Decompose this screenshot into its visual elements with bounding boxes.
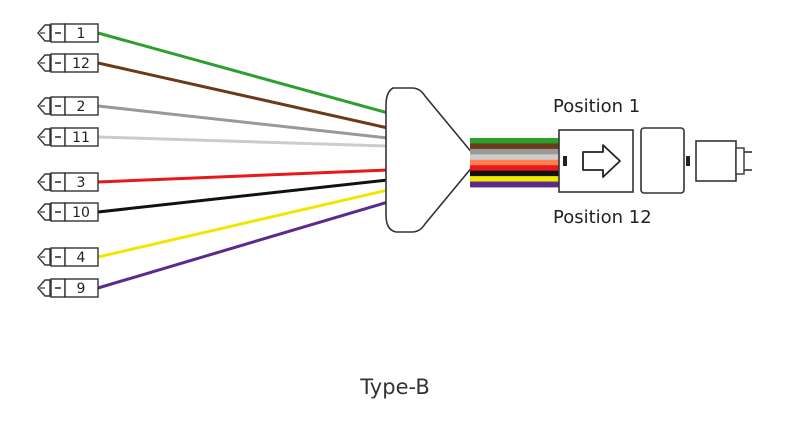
fiber-label: 2 xyxy=(77,99,86,115)
fiber-connector-11: 11 xyxy=(37,127,99,147)
fiber-line-4 xyxy=(97,188,389,259)
ribbon-strand xyxy=(470,143,560,150)
fiber-lines xyxy=(97,31,389,290)
ribbon-strand xyxy=(470,148,560,155)
fiber-label: 10 xyxy=(72,205,90,221)
diagram-caption: Type-B xyxy=(360,375,430,399)
fiber-label: 9 xyxy=(77,281,86,297)
fiber-connector-4: 4 xyxy=(37,247,99,267)
mpo-connector xyxy=(558,127,752,194)
fiber-connector-12: 12 xyxy=(37,53,99,73)
ribbon-strand xyxy=(470,165,560,172)
position-top-label: Position 1 xyxy=(553,96,640,117)
fiber-line-11 xyxy=(97,135,389,148)
fiber-line-3 xyxy=(97,168,389,184)
ribbon-strand xyxy=(470,154,560,161)
fiber-connectors: 1 12 2 11 3 10 4 9 xyxy=(37,23,99,298)
arrow-icon xyxy=(582,144,621,178)
fiber-connector-10: 10 xyxy=(37,202,99,222)
ribbon-strand xyxy=(470,138,560,144)
fiber-line-10 xyxy=(97,178,389,214)
ribbon-strand xyxy=(470,159,560,166)
fiber-line-2 xyxy=(97,104,389,140)
ribbon-strand xyxy=(470,170,560,177)
fiber-connector-2: 2 xyxy=(37,96,99,116)
ribbon-cable xyxy=(470,138,560,188)
fiber-label: 1 xyxy=(77,26,86,42)
fiber-connector-1: 1 xyxy=(37,23,99,43)
fiber-connector-9: 9 xyxy=(37,278,99,298)
fiber-line-12 xyxy=(97,61,389,130)
fiber-line-9 xyxy=(97,200,389,290)
position-bottom-label: Position 12 xyxy=(553,207,652,228)
fiber-connector-3: 3 xyxy=(37,172,99,192)
fiber-label: 11 xyxy=(72,130,90,146)
ribbon-strand xyxy=(470,181,560,188)
fiber-line-1 xyxy=(97,31,389,115)
fiber-label: 12 xyxy=(72,56,90,72)
fiber-label: 4 xyxy=(77,250,86,266)
fiber-label: 3 xyxy=(77,175,86,191)
ribbon-strand xyxy=(470,176,560,182)
fanout-body xyxy=(385,87,476,233)
